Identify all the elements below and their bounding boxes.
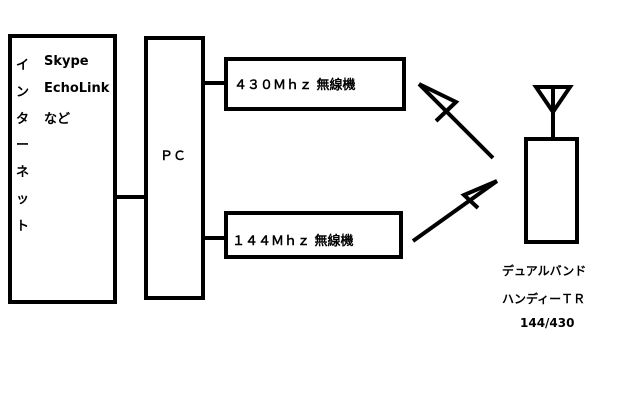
service-etc: など [44,112,71,127]
handy-label-2: ハンディーＴＲ [502,292,586,306]
radio-430-box [224,57,406,111]
radio-wave-upper-icon [417,82,495,160]
antenna-icon [532,85,574,138]
internet-box [8,34,117,304]
service-echolink: EchoLink [44,81,110,96]
handy-label-1: デュアルバンド [502,264,587,278]
handy-tr-box [524,137,579,244]
internet-char: ネ [16,165,30,180]
service-skype: Skype [44,54,89,69]
internet-char: ト [16,219,30,234]
radio-144-box [224,211,403,259]
internet-char: ッ [16,192,30,207]
radio-144-label: １４４Ｍｈｚ 無線機 [232,234,354,249]
internet-char: ー [16,138,30,153]
radio-430-label: ４３０Ｍｈｚ 無線機 [234,78,356,93]
internet-char: ン [16,85,30,100]
radio-wave-lower-icon [411,179,499,243]
pc-box [144,36,205,300]
internet-char: イ [16,58,30,73]
internet-char: タ [16,112,30,127]
handy-label-3: 144/430 [520,316,575,330]
pc-label: ＰＣ [160,149,187,164]
